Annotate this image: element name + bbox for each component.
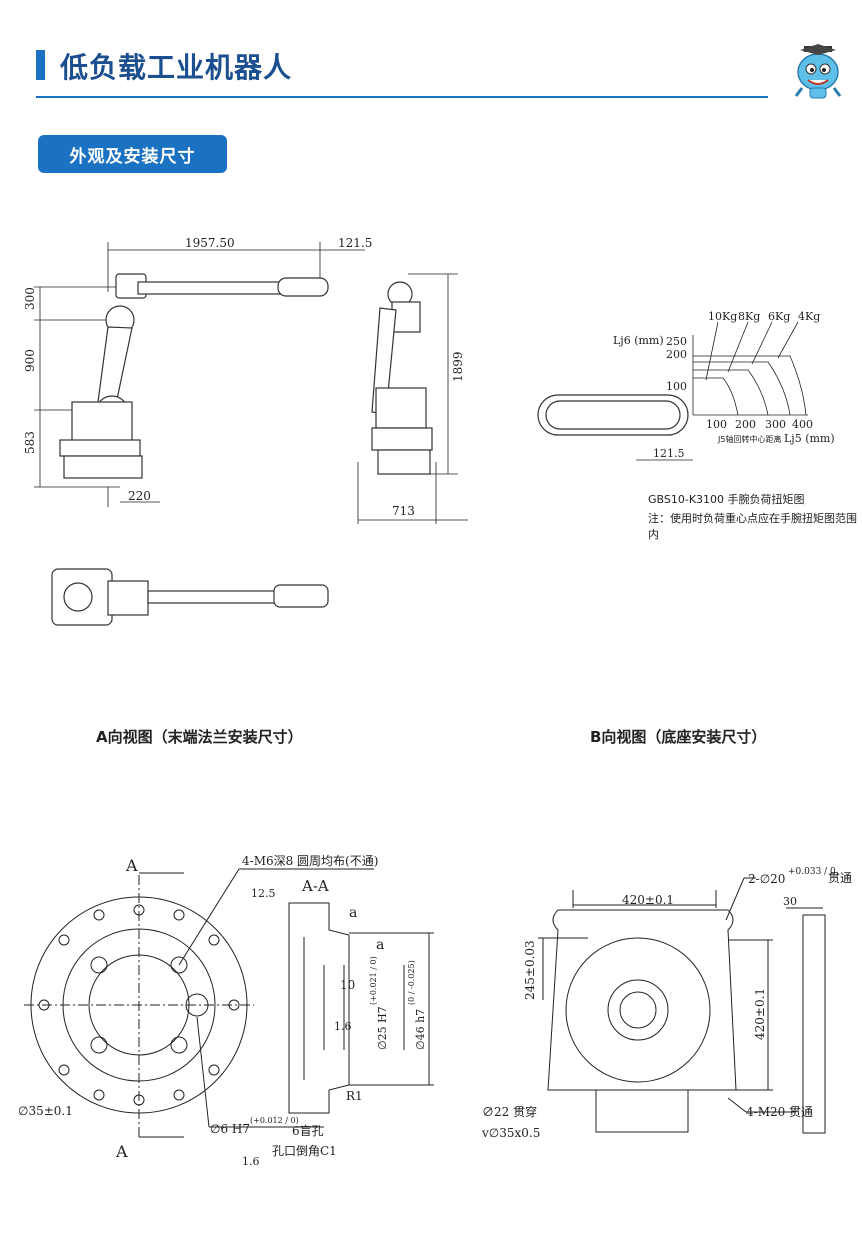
chamfer-note: 孔口倒角C1	[272, 1144, 337, 1158]
load-label-8kg: 8Kg	[738, 310, 760, 323]
dim-reach-text: 1957.50	[185, 236, 235, 250]
section-title: A-A	[301, 877, 329, 895]
base-drawing: 420±0.1 245±0.03 420±0.1 2-∅20 +0.033 / …	[481, 867, 852, 1140]
dim-300-text: 300	[23, 287, 37, 310]
y-tick-200: 200	[666, 348, 687, 361]
chart-caption-2: 注：使用时负荷重心点应在手腕扭矩图范围内	[648, 512, 857, 541]
title-underline	[36, 96, 768, 98]
chart-xlabel-note: J5轴回转中心距离	[717, 434, 781, 444]
flange-hole-note: 4-M6深8 圆周均布(不通)	[242, 854, 378, 868]
dim-d46-text: ∅46 h7	[414, 1009, 427, 1050]
mascot-logo	[794, 44, 842, 99]
base-dim-420-side: 420±0.1	[753, 988, 767, 1040]
base-hole-22: ∅22 贯穿	[482, 1104, 537, 1119]
dim-10-text: 10	[340, 978, 355, 992]
view-b-caption: B向视图（底座安装尺寸）	[590, 728, 767, 746]
dim-220-text: 220	[128, 489, 151, 503]
y-tick-250: 250	[666, 335, 687, 348]
flatness-symbol-2: a	[376, 937, 384, 953]
title-accent-bar	[36, 50, 45, 80]
base-counterbore: v∅35x0.5	[481, 1126, 540, 1140]
base-pin-note: 2-∅20	[748, 872, 785, 886]
base-dim-245: 245±0.03	[523, 940, 537, 1000]
pin-hole-note: 6盲孔	[292, 1123, 324, 1138]
roughness-1-6: 1.6	[334, 1020, 352, 1033]
dim-d35-text: ∅35±0.1	[18, 1104, 73, 1118]
wrist-payload-chart: Lj6 (mm) 10Kg 8Kg 6Kg 4Kg 250 200 100 10…	[537, 310, 835, 461]
base-pin-through: 贯通	[828, 871, 852, 885]
section-letter-bottom: A	[115, 1142, 128, 1161]
base-dim-420-top: 420±0.1	[622, 893, 674, 907]
load-label-6kg: 6Kg	[768, 310, 790, 323]
dim-height-text: 1899	[451, 351, 465, 382]
load-label-4kg: 4Kg	[798, 310, 820, 323]
base-pin-tol: +0.033 / 0	[788, 867, 836, 877]
section-letter-top: A	[125, 856, 138, 875]
base-bolt-note: 4-M20 贯通	[746, 1105, 813, 1119]
dim-583-text: 583	[23, 431, 37, 454]
x-tick-200: 200	[735, 418, 756, 431]
page-title: 低负载工业机器人	[60, 51, 293, 84]
chart-ylabel: Lj6 (mm)	[613, 334, 664, 347]
dim-d6-text: ∅6 H7	[210, 1122, 250, 1136]
robot-side-view: 1957.50 121.5 300 900 583 220	[23, 236, 372, 507]
roughness-1-6-pin: 1.6	[242, 1155, 260, 1168]
y-tick-100: 100	[666, 380, 687, 393]
dim-900-text: 900	[23, 349, 37, 372]
chart-xlabel: Lj5 (mm)	[784, 432, 835, 445]
x-tick-400: 400	[792, 418, 813, 431]
dim-width-text: 713	[392, 504, 415, 518]
dim-d6-tol-text: (+0.012 / 0)	[250, 1116, 299, 1125]
radius-r1: R1	[346, 1089, 363, 1103]
x-tick-300: 300	[765, 418, 786, 431]
load-label-10kg: 10Kg	[708, 310, 737, 323]
flange-drawing: A A A-A 4-M6深8 圆周均布(不通) 12.5 1.6 1.6 a a…	[18, 854, 434, 1168]
section-label-button: 外观及安装尺寸	[38, 135, 227, 173]
chart-caption-1: GBS10-K3100 手腕负荷扭矩图	[648, 493, 805, 506]
robot-top-view	[51, 568, 329, 626]
dim-d25-text: ∅25 H7	[376, 1006, 389, 1050]
robot-front-view: 1899 713	[357, 273, 468, 524]
dim-d25-tol-text: (+0.021 / 0)	[369, 956, 378, 1005]
view-a-caption: A向视图（末端法兰安装尺寸）	[96, 728, 303, 746]
dim-wrist-text: 121.5	[338, 236, 372, 250]
dim-d46-tol-text: (0 / -0.025)	[407, 960, 416, 1005]
roughness-12-5: 12.5	[251, 887, 276, 900]
x-tick-100: 100	[706, 418, 727, 431]
chart-dim-offset: 121.5	[653, 447, 685, 460]
flatness-symbol: a	[349, 905, 357, 921]
base-dim-30: 30	[783, 895, 797, 908]
